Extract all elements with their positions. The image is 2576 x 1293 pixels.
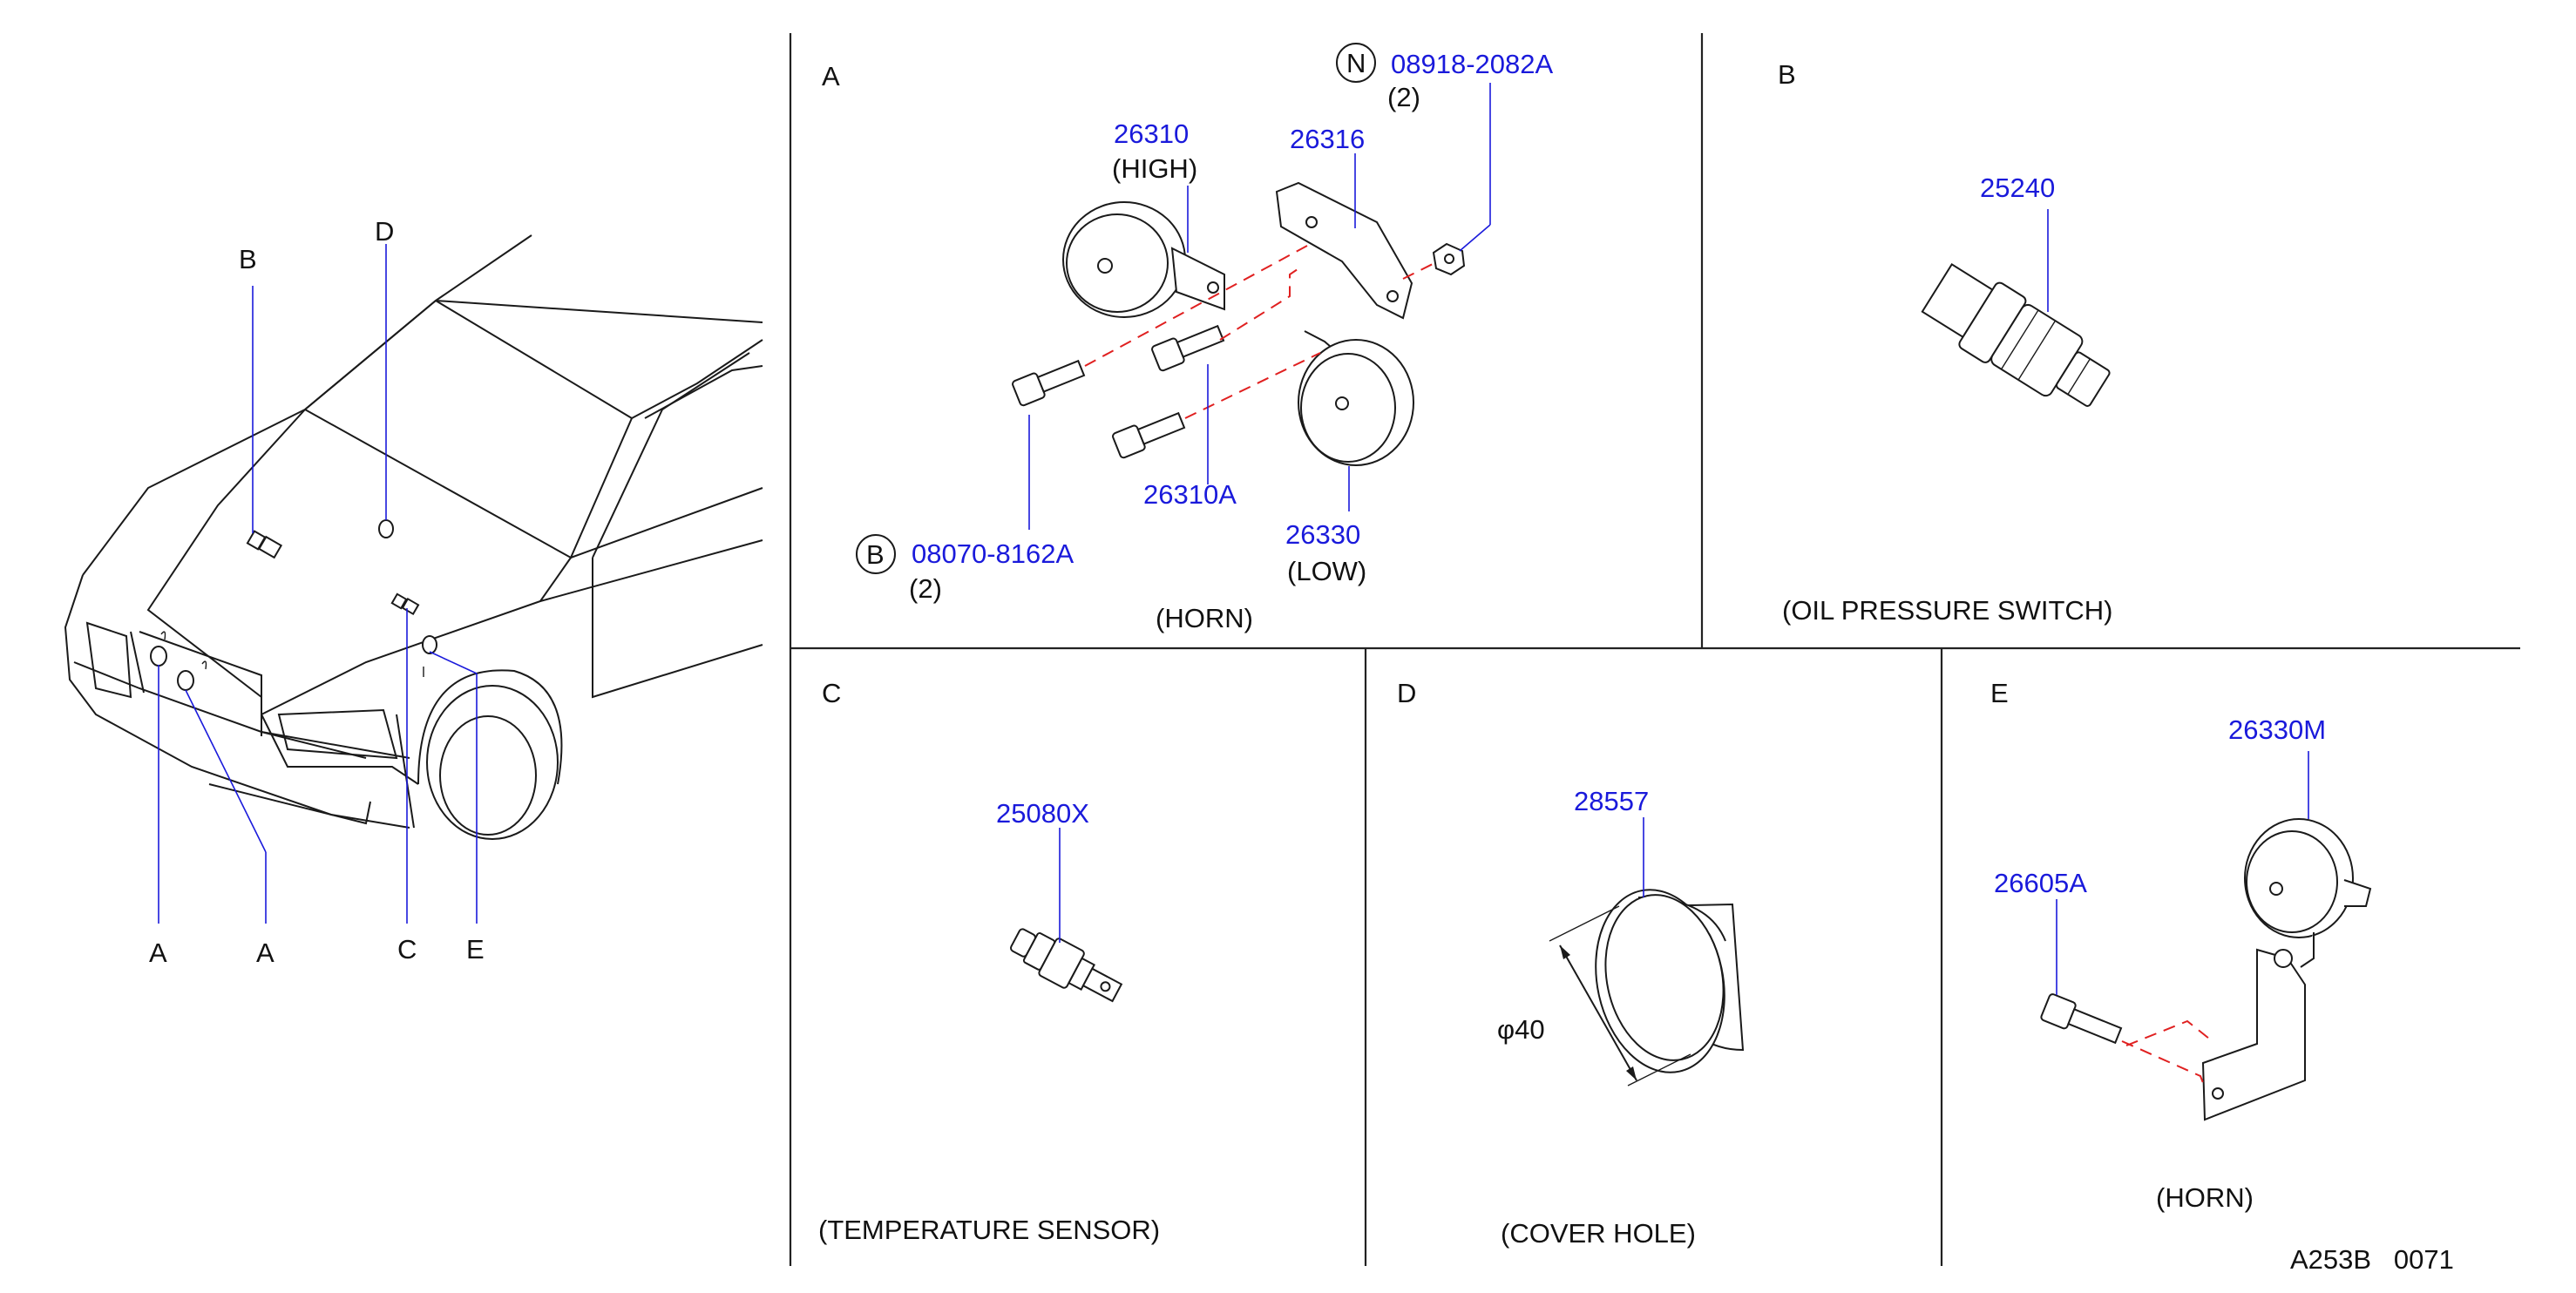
- cover-hole-drawing: [1595, 889, 1745, 1073]
- section-e-caption: (HORN): [2156, 1182, 2254, 1213]
- part-26605a-label: 26605A: [1994, 868, 2087, 898]
- nut-symbol: N: [1346, 48, 1366, 78]
- horn-low-drawing: [1298, 330, 1414, 466]
- car-cover-hole: [378, 519, 394, 538]
- car-horn-spots: [150, 631, 437, 691]
- part-26330m-label: 26330M: [2228, 714, 2326, 745]
- car-temp-sensor: [390, 592, 420, 616]
- section-c-letter: C: [822, 678, 841, 708]
- bolt-symbol: B: [866, 539, 885, 570]
- panel-borders: [789, 33, 2520, 1266]
- temperature-sensor-drawing: [1009, 928, 1123, 1003]
- part-25080x-label: 25080X: [996, 798, 1089, 829]
- car-oil-switch: [246, 530, 283, 559]
- vehicle-overview: B D A A C E: [64, 216, 763, 968]
- part-08070-qty: (2): [909, 573, 942, 604]
- dimension-line: [1549, 905, 1691, 1087]
- section-e-guides: [2121, 1019, 2214, 1088]
- oil-pressure-switch-drawing: [1921, 262, 2111, 407]
- part-08918-label: 08918-2082A: [1391, 49, 1553, 79]
- car-callout-c: C: [397, 934, 417, 965]
- diagram-code: A253B 0071: [2290, 1244, 2454, 1275]
- part-08918-qty: (2): [1387, 82, 1420, 112]
- car-callout-a-left: A: [149, 938, 167, 968]
- bracket-26316-drawing: [1275, 181, 1413, 320]
- section-a-letter: A: [822, 61, 840, 91]
- section-a-caption: (HORN): [1156, 603, 1253, 633]
- dimension-label: φ40: [1497, 1014, 1545, 1045]
- section-b-oil-pressure-switch: B 25240 (OIL PRESSURE SWITCH): [1778, 59, 2113, 626]
- section-e-letter: E: [1990, 678, 2009, 708]
- car-body-outline: [64, 234, 763, 840]
- section-e-horn: E 26330M 26605A (HORN): [1990, 678, 2372, 1213]
- car-callout-leaders: [158, 244, 478, 924]
- car-callout-a-right: A: [256, 938, 275, 968]
- part-26330-note: (LOW): [1287, 556, 1366, 586]
- bolts-drawing: [1012, 324, 1225, 459]
- part-26316-label: 26316: [1290, 124, 1365, 154]
- nut-drawing: [1432, 242, 1466, 276]
- part-25240-label: 25240: [1980, 173, 2055, 203]
- car-callout-b: B: [239, 244, 257, 274]
- part-26310-label: 26310: [1114, 118, 1189, 149]
- section-c-temperature-sensor: C 25080X (TEMPERATURE SENSOR): [818, 678, 1160, 1245]
- part-26330-label: 26330: [1285, 519, 1360, 550]
- nut-symbol-circle: [1336, 43, 1376, 83]
- part-26310-note: (HIGH): [1112, 153, 1197, 184]
- horn-e-drawing: [2201, 818, 2372, 1121]
- section-a-leaders: [1028, 83, 1491, 530]
- section-b-letter: B: [1778, 59, 1796, 90]
- part-26310a-label: 26310A: [1143, 479, 1237, 510]
- section-d-cover-hole: D 28557 φ40 (COVER HOLE): [1397, 678, 1745, 1249]
- car-callout-e: E: [466, 934, 485, 965]
- section-c-caption: (TEMPERATURE SENSOR): [818, 1215, 1160, 1245]
- section-d-letter: D: [1397, 678, 1416, 708]
- section-b-caption: (OIL PRESSURE SWITCH): [1782, 595, 2113, 626]
- section-d-caption: (COVER HOLE): [1501, 1218, 1696, 1249]
- bolt-e-drawing: [2040, 993, 2123, 1045]
- section-a-horn: A: [822, 43, 1553, 633]
- horn-high-drawing: [1062, 201, 1225, 318]
- part-28557-label: 28557: [1574, 786, 1649, 816]
- car-callout-d: D: [375, 216, 394, 247]
- bolt-symbol-circle: [856, 534, 896, 574]
- part-08070-label: 08070-8162A: [912, 538, 1074, 569]
